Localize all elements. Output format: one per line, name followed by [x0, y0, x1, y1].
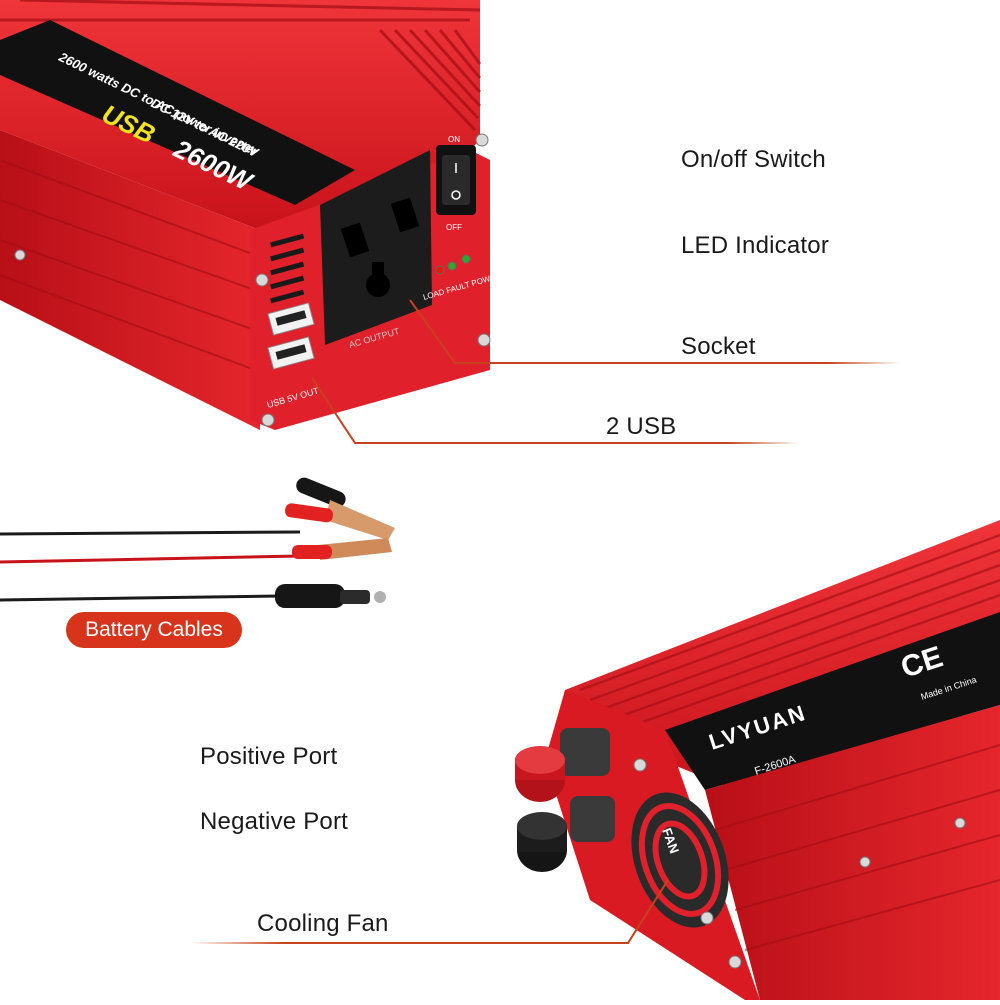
callout-led-indicator: LED Indicator — [681, 232, 830, 259]
top-cooling-fins — [0, 0, 482, 132]
battery-cables-badge: Battery Cables — [66, 612, 242, 648]
power-switch[interactable]: ON OFF — [436, 135, 476, 232]
top-label-plate — [0, 20, 355, 205]
red-clamp — [292, 538, 392, 560]
screw-icon — [859, 856, 871, 868]
screw-icon — [14, 249, 26, 261]
screw-icon — [255, 273, 269, 287]
black-clamp — [285, 477, 395, 540]
callout-on-off-switch: On/off Switch — [681, 146, 826, 173]
car-plug — [275, 584, 386, 608]
fan-grille: FAN — [631, 792, 729, 928]
callout-cooling-fan: Cooling Fan — [257, 910, 389, 937]
top-inverter: 2600 watts DC to AC power inverter DC 12… — [0, 0, 502, 430]
top-callout-lines — [311, 177, 900, 444]
callout-socket: Socket — [681, 333, 756, 360]
positive-terminal — [515, 728, 610, 802]
bottom-callout-lines — [110, 774, 669, 944]
screw-icon — [633, 758, 647, 772]
bottom-inverter: LVYUAN F-2600A CE Made in China FAN — [515, 520, 1000, 1000]
screw-icon — [475, 133, 489, 147]
battery-cables — [0, 477, 395, 608]
screw-icon — [477, 333, 491, 347]
screw-icon — [728, 955, 742, 969]
vent-slots — [270, 233, 305, 304]
switch-on-label: ON — [448, 135, 460, 144]
switch-off-label: OFF — [446, 223, 462, 232]
callout-negative-port: Negative Port — [200, 808, 349, 835]
callout-usb: 2 USB — [606, 413, 677, 440]
screw-icon — [261, 413, 275, 427]
callout-positive-port: Positive Port — [200, 743, 338, 770]
bottom-label-plate — [665, 612, 1000, 790]
screw-icon — [700, 911, 714, 925]
negative-terminal — [517, 796, 615, 872]
screw-icon — [954, 817, 966, 829]
